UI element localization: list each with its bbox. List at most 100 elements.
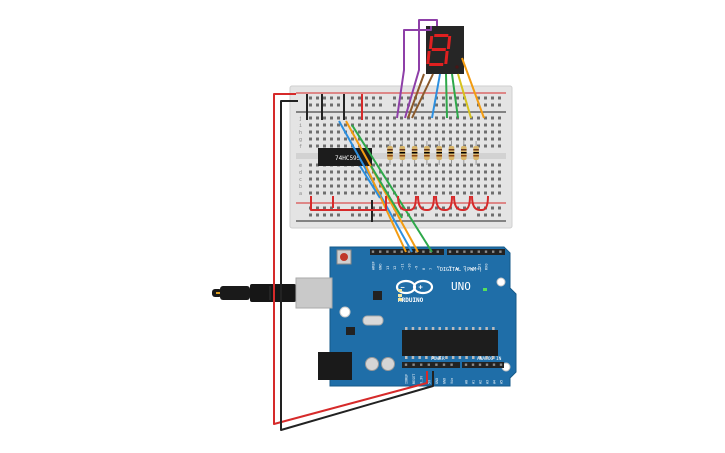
usb-cable[interactable] — [212, 277, 333, 309]
header-pin[interactable] — [492, 250, 495, 253]
bottom-pin-label: A0 — [465, 380, 469, 384]
header-pin[interactable] — [371, 250, 375, 253]
wire-bottom-red[interactable] — [417, 195, 435, 211]
mcu-pin — [431, 356, 435, 359]
wire-bottom-red[interactable] — [471, 195, 489, 211]
header-pin[interactable] — [386, 250, 389, 253]
breadboard-hole — [498, 137, 501, 141]
header-pin[interactable] — [407, 250, 411, 253]
breadboard-hole — [337, 130, 340, 134]
breadboard-hole — [421, 177, 424, 181]
rail-hole — [379, 96, 382, 100]
header-pin[interactable] — [442, 363, 446, 366]
header-pin[interactable] — [478, 363, 482, 366]
dc-power-jack[interactable] — [318, 352, 352, 380]
breadboard-hole — [428, 144, 431, 148]
power-header[interactable] — [402, 362, 460, 368]
breadboard-hole — [421, 184, 424, 188]
wire-5v-red[interactable] — [273, 93, 428, 425]
header-pin[interactable] — [393, 250, 396, 253]
wire-display-green[interactable] — [445, 73, 448, 119]
header-pin[interactable] — [436, 250, 439, 253]
rail-hole — [407, 206, 410, 210]
breadboard-hole — [428, 163, 431, 167]
digital-pin-label: ~6 — [436, 266, 440, 270]
wire-bottom-red[interactable] — [310, 196, 387, 211]
wire-display-brown[interactable] — [407, 73, 425, 119]
row-letter-c: c — [299, 177, 302, 183]
shift-register-chip[interactable]: 74HC595 — [318, 148, 372, 166]
header-pin[interactable] — [484, 250, 488, 253]
header-pin[interactable] — [404, 363, 408, 366]
mcu-pin — [438, 356, 441, 359]
breadboard-hole — [365, 177, 368, 181]
rail-hole — [365, 96, 368, 100]
wire-display-orange[interactable] — [461, 57, 485, 119]
wire-bottom-red[interactable] — [453, 195, 471, 211]
wire-display-brown[interactable] — [411, 73, 434, 119]
breadboard-hole — [316, 184, 319, 188]
digital-header-right[interactable] — [447, 249, 505, 255]
wire-display-green[interactable] — [451, 73, 459, 119]
wire-signal-green[interactable] — [370, 165, 403, 219]
wire-display-yellow[interactable] — [457, 73, 472, 119]
analog-header[interactable] — [462, 362, 504, 368]
header-pin[interactable] — [463, 250, 466, 253]
wire-display-blue[interactable] — [431, 73, 441, 119]
header-pin[interactable] — [456, 250, 459, 253]
header-pin[interactable] — [450, 363, 453, 366]
breadboard-hole — [330, 177, 333, 181]
seven-segment-display[interactable] — [426, 26, 464, 74]
breadboard-hole — [435, 163, 438, 167]
digital-pin-label: ~10 — [408, 264, 412, 271]
breadboard-hole — [351, 137, 354, 141]
header-pin[interactable] — [400, 250, 403, 253]
header-pin[interactable] — [415, 250, 418, 253]
wire-bottom-red[interactable] — [397, 195, 417, 211]
breadboard-hole — [386, 177, 389, 181]
header-pin[interactable] — [435, 363, 438, 366]
header-pin[interactable] — [477, 250, 480, 253]
header-pin[interactable] — [379, 250, 382, 253]
header-pin[interactable] — [429, 250, 432, 253]
resistor-band — [448, 155, 455, 157]
breadboard-hole — [316, 170, 319, 174]
header-pin[interactable] — [420, 363, 423, 366]
breadboard-hole — [393, 116, 396, 120]
header-pin[interactable] — [448, 250, 452, 253]
header-pin[interactable] — [471, 363, 475, 366]
header-pin[interactable] — [427, 363, 430, 366]
header-pin[interactable] — [492, 363, 496, 366]
wire-bottom-red[interactable] — [435, 195, 453, 211]
wire-signal-orange[interactable] — [345, 120, 419, 253]
header-pin[interactable] — [499, 363, 503, 366]
rail-hole — [491, 213, 494, 217]
breadboard-hole — [323, 177, 326, 181]
rail-hole — [463, 103, 466, 107]
breadboard-hole — [498, 116, 501, 120]
breadboard-hole — [477, 123, 480, 127]
wire-signal-blue[interactable] — [359, 165, 381, 199]
header-pin[interactable] — [470, 250, 473, 253]
wire-signal-green[interactable] — [351, 124, 433, 253]
breadboard-hole — [330, 130, 333, 134]
breadboard-hole — [442, 170, 445, 174]
usb-b-connector — [295, 277, 333, 309]
header-pin[interactable] — [485, 363, 489, 366]
wire-display-purple[interactable] — [396, 26, 432, 119]
breadboard-hole — [330, 137, 333, 141]
breadboard-hole — [393, 130, 396, 134]
breadboard-hole — [323, 144, 326, 148]
header-pin[interactable] — [412, 363, 415, 366]
wire-gnd-black[interactable] — [280, 100, 434, 431]
breadboard-hole — [463, 177, 466, 181]
resistor-band — [473, 155, 479, 157]
wire-display-purple[interactable] — [404, 19, 438, 119]
reset-button[interactable] — [340, 253, 348, 261]
wires[interactable] — [273, 19, 489, 431]
digital-header-left[interactable] — [370, 249, 444, 255]
header-pin[interactable] — [422, 250, 425, 253]
header-pin[interactable] — [499, 250, 502, 253]
header-pin[interactable] — [464, 363, 468, 366]
